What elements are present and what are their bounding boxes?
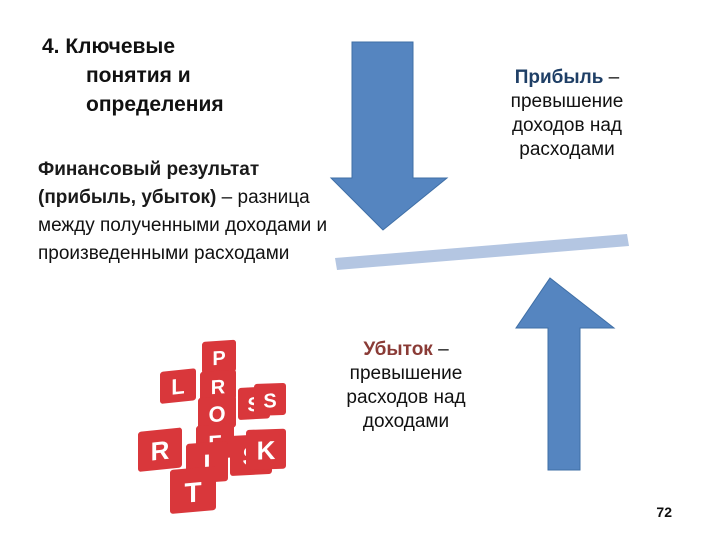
- cube-letter: O: [208, 401, 225, 427]
- up-arrow-icon: [515, 277, 616, 471]
- heading-line-3: определения: [86, 93, 224, 116]
- cube-letter: I: [203, 448, 210, 478]
- loss-dash: –: [432, 339, 449, 360]
- profit-dash: –: [603, 67, 620, 88]
- profit-term: Прибыль: [514, 67, 604, 88]
- financial-result-dash: –: [216, 187, 233, 208]
- loss-term: Убыток: [363, 339, 433, 360]
- page-number: 72: [656, 504, 672, 520]
- cube-letter: K: [257, 435, 276, 466]
- financial-result-text: разница между полученными доходами и про…: [38, 187, 328, 264]
- financial-result-definition: Финансовый результат (прибыль, убыток) –…: [38, 156, 338, 268]
- down-arrow-icon: [329, 41, 449, 231]
- profit-text: превышение доходов над расходами: [510, 91, 624, 160]
- letter-cubes-image: P R L O S: [138, 339, 286, 514]
- heading-line-1: 4. Ключевые: [42, 35, 176, 58]
- loss-definition: Убыток – превышение расходов над доходам…: [322, 338, 490, 434]
- financial-result-term: Финансовый результат (прибыль, убыток): [38, 159, 260, 208]
- loss-text: превышение расходов над доходами: [346, 363, 466, 432]
- cube-letter: L: [171, 373, 184, 399]
- cube-letter: R: [151, 435, 170, 467]
- seesaw-bar: [335, 234, 629, 270]
- heading-line-2: понятия и: [86, 64, 191, 87]
- cube-letter: S: [263, 390, 276, 412]
- slide-heading: 4. Ключевые понятия и определения: [34, 32, 334, 119]
- cube-letter: T: [184, 476, 201, 508]
- profit-definition: Прибыль – превышение доходов над расхода…: [472, 66, 662, 162]
- cube-letter: P: [212, 347, 225, 370]
- cube-letter: R: [211, 376, 226, 399]
